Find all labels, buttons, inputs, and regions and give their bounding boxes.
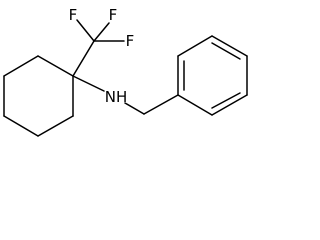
fluorine-label-top: F [109,6,118,24]
bond-carbon-to-nitrogen [72,75,105,92]
bond-c-f-left [76,19,95,42]
benzylamine-chain [72,75,179,115]
ring-bond-1 [37,55,74,77]
ring-bond-2 [3,55,39,77]
fluorine-label-left: F [69,6,78,24]
cyclohexane-ring [3,55,74,137]
amine-label: NH [105,88,128,106]
bond-methylene-to-phenyl [143,94,179,115]
fluorine-label-right: F [126,32,135,50]
benzene-bond-2 [177,35,213,57]
ring-bond-5 [37,115,74,137]
chemical-structure-diagram: F F F NH [3,6,248,137]
benzene-bond-6 [177,94,213,116]
benzene-inner-double-bond-3 [211,92,241,109]
bond-c-f-top [93,22,110,42]
benzene-ring [177,35,248,116]
bond-quaternary-carbon-to-cf3 [72,40,95,77]
ring-bond-4 [3,115,39,137]
trifluoromethyl-group [72,19,125,77]
benzene-bond-3 [211,35,248,57]
bond-nitrogen-to-methylene [124,102,145,115]
benzene-bond-5 [211,94,248,116]
benzene-inner-double-bond-2 [211,42,241,60]
